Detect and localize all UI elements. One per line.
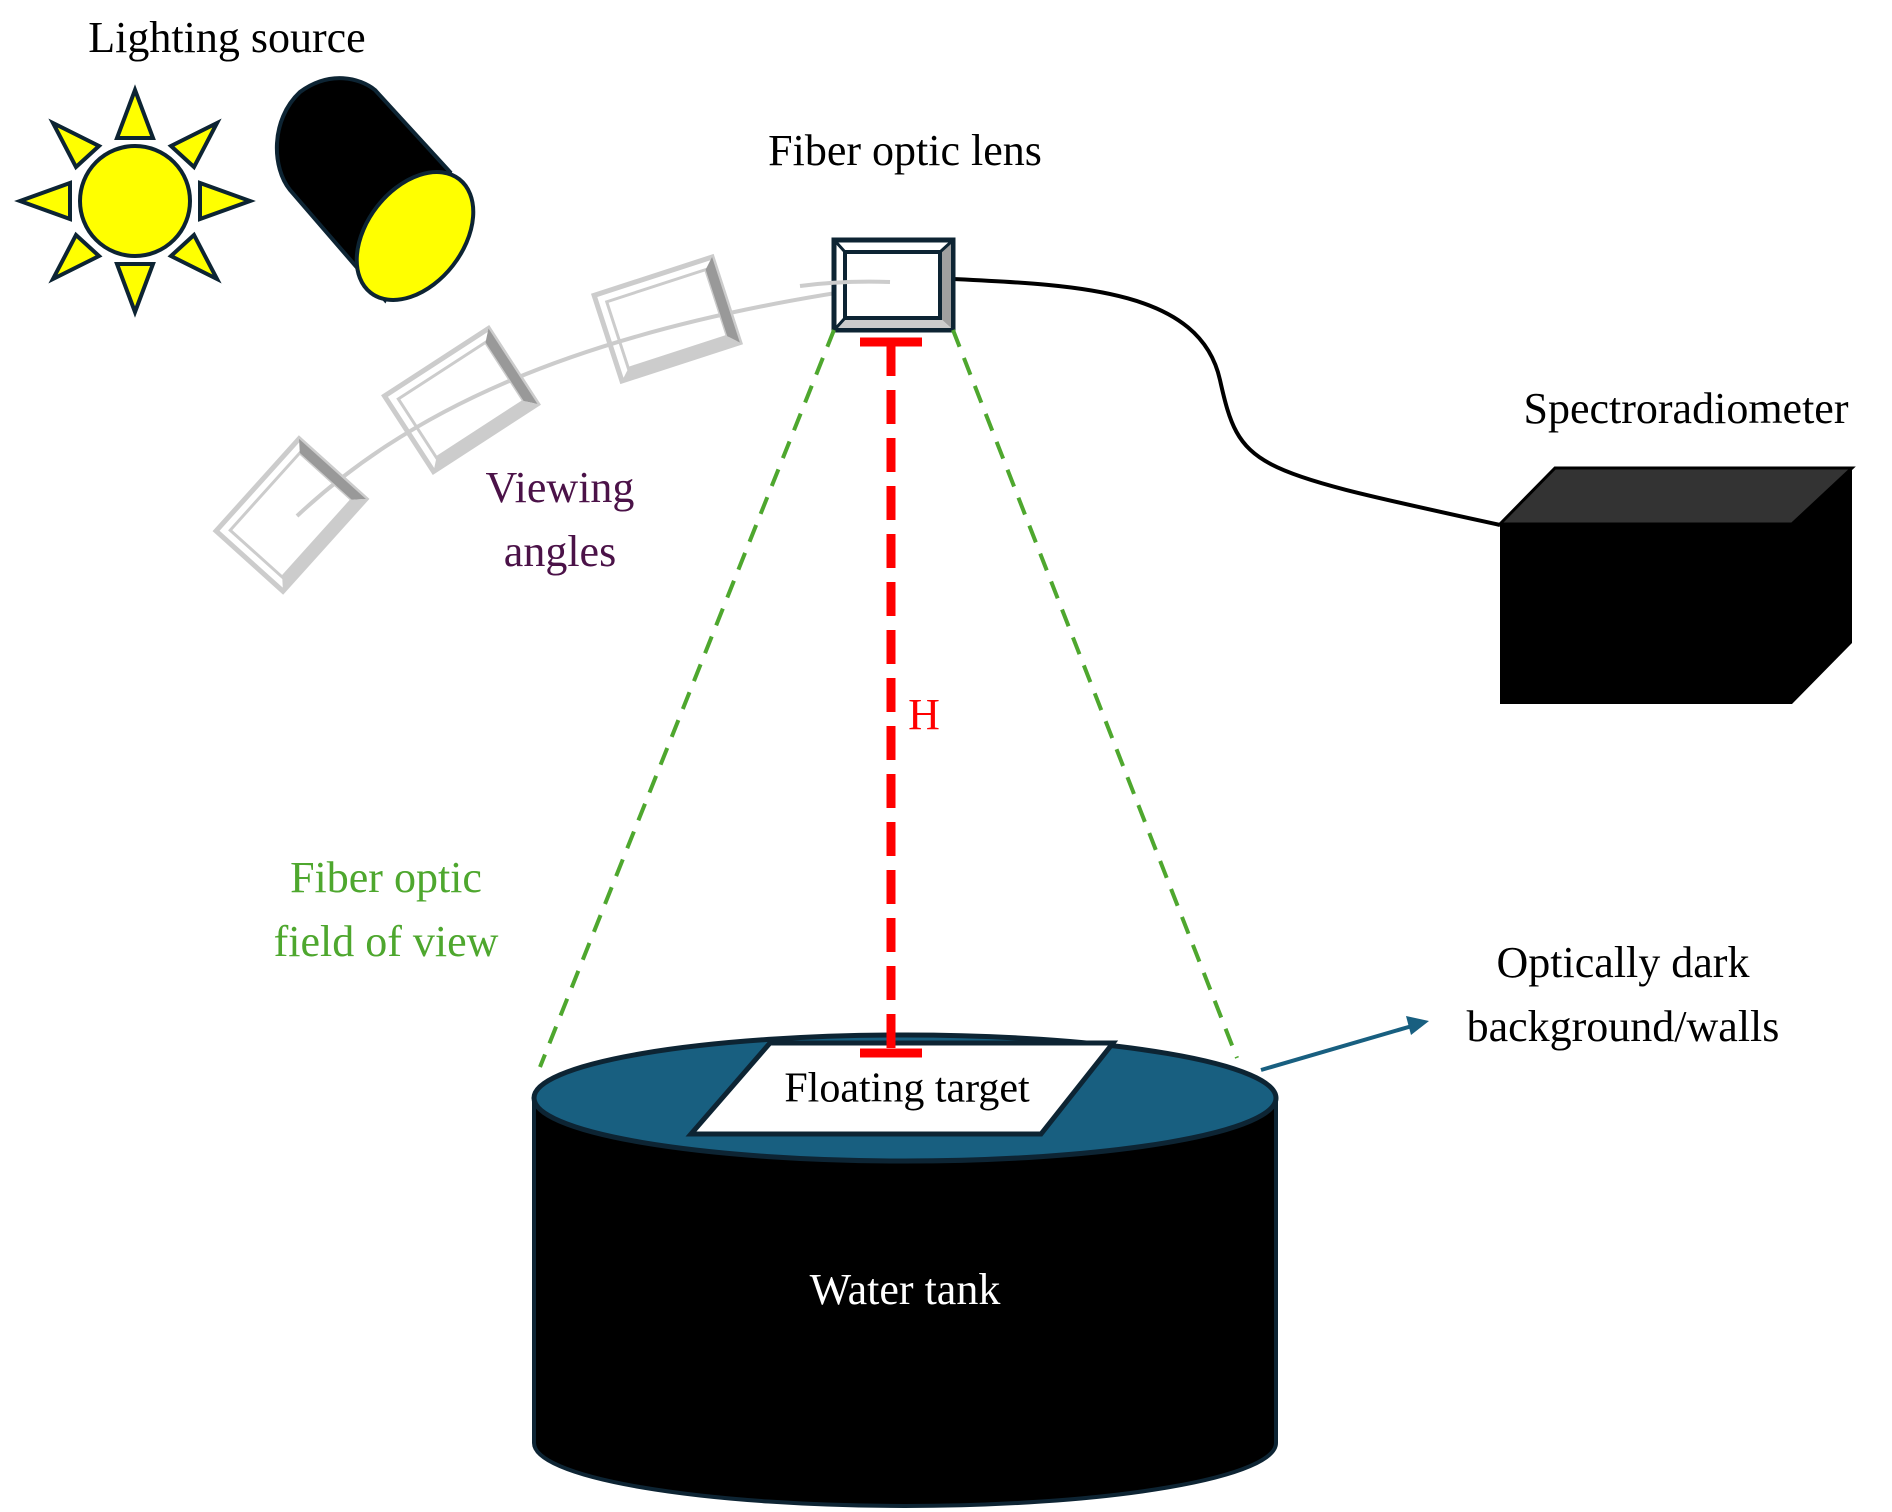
lamp-icon bbox=[274, 76, 476, 304]
fov-label-line1: Fiber optic bbox=[290, 853, 482, 902]
height-label: H bbox=[908, 690, 940, 739]
ghost-lens-icon bbox=[381, 325, 541, 475]
fiber-optic-lens-label: Fiber optic lens bbox=[768, 126, 1042, 175]
fov-left-line bbox=[538, 329, 836, 1068]
ghost-lens-icon bbox=[212, 435, 370, 595]
height-marker bbox=[860, 337, 922, 1058]
fiber-optic-cable bbox=[952, 277, 1501, 527]
spectroradiometer-label: Spectroradiometer bbox=[1524, 384, 1849, 433]
dark-background-label-line2: background/walls bbox=[1467, 1002, 1780, 1051]
fov-label-line2: field of view bbox=[274, 917, 499, 966]
spectroradiometer-box-icon bbox=[1496, 466, 1856, 704]
fiber-optic-lens-icon bbox=[799, 237, 956, 333]
lighting-source-label: Lighting source bbox=[88, 13, 365, 62]
dark-background-arrow bbox=[1260, 1016, 1429, 1072]
floating-target-label: Floating target bbox=[784, 1066, 1030, 1112]
floating-target bbox=[685, 1040, 1119, 1137]
sun-icon bbox=[14, 84, 256, 318]
viewing-angles-label-line2: angles bbox=[504, 527, 616, 576]
ghost-lens-icon bbox=[590, 253, 744, 385]
viewing-angles-label-line1: Viewing bbox=[486, 463, 635, 512]
fov-right-line bbox=[951, 329, 1239, 1059]
dark-background-label-line1: Optically dark bbox=[1497, 938, 1750, 987]
viewing-angle-arc bbox=[295, 283, 891, 518]
water-tank-label: Water tank bbox=[810, 1265, 1001, 1314]
